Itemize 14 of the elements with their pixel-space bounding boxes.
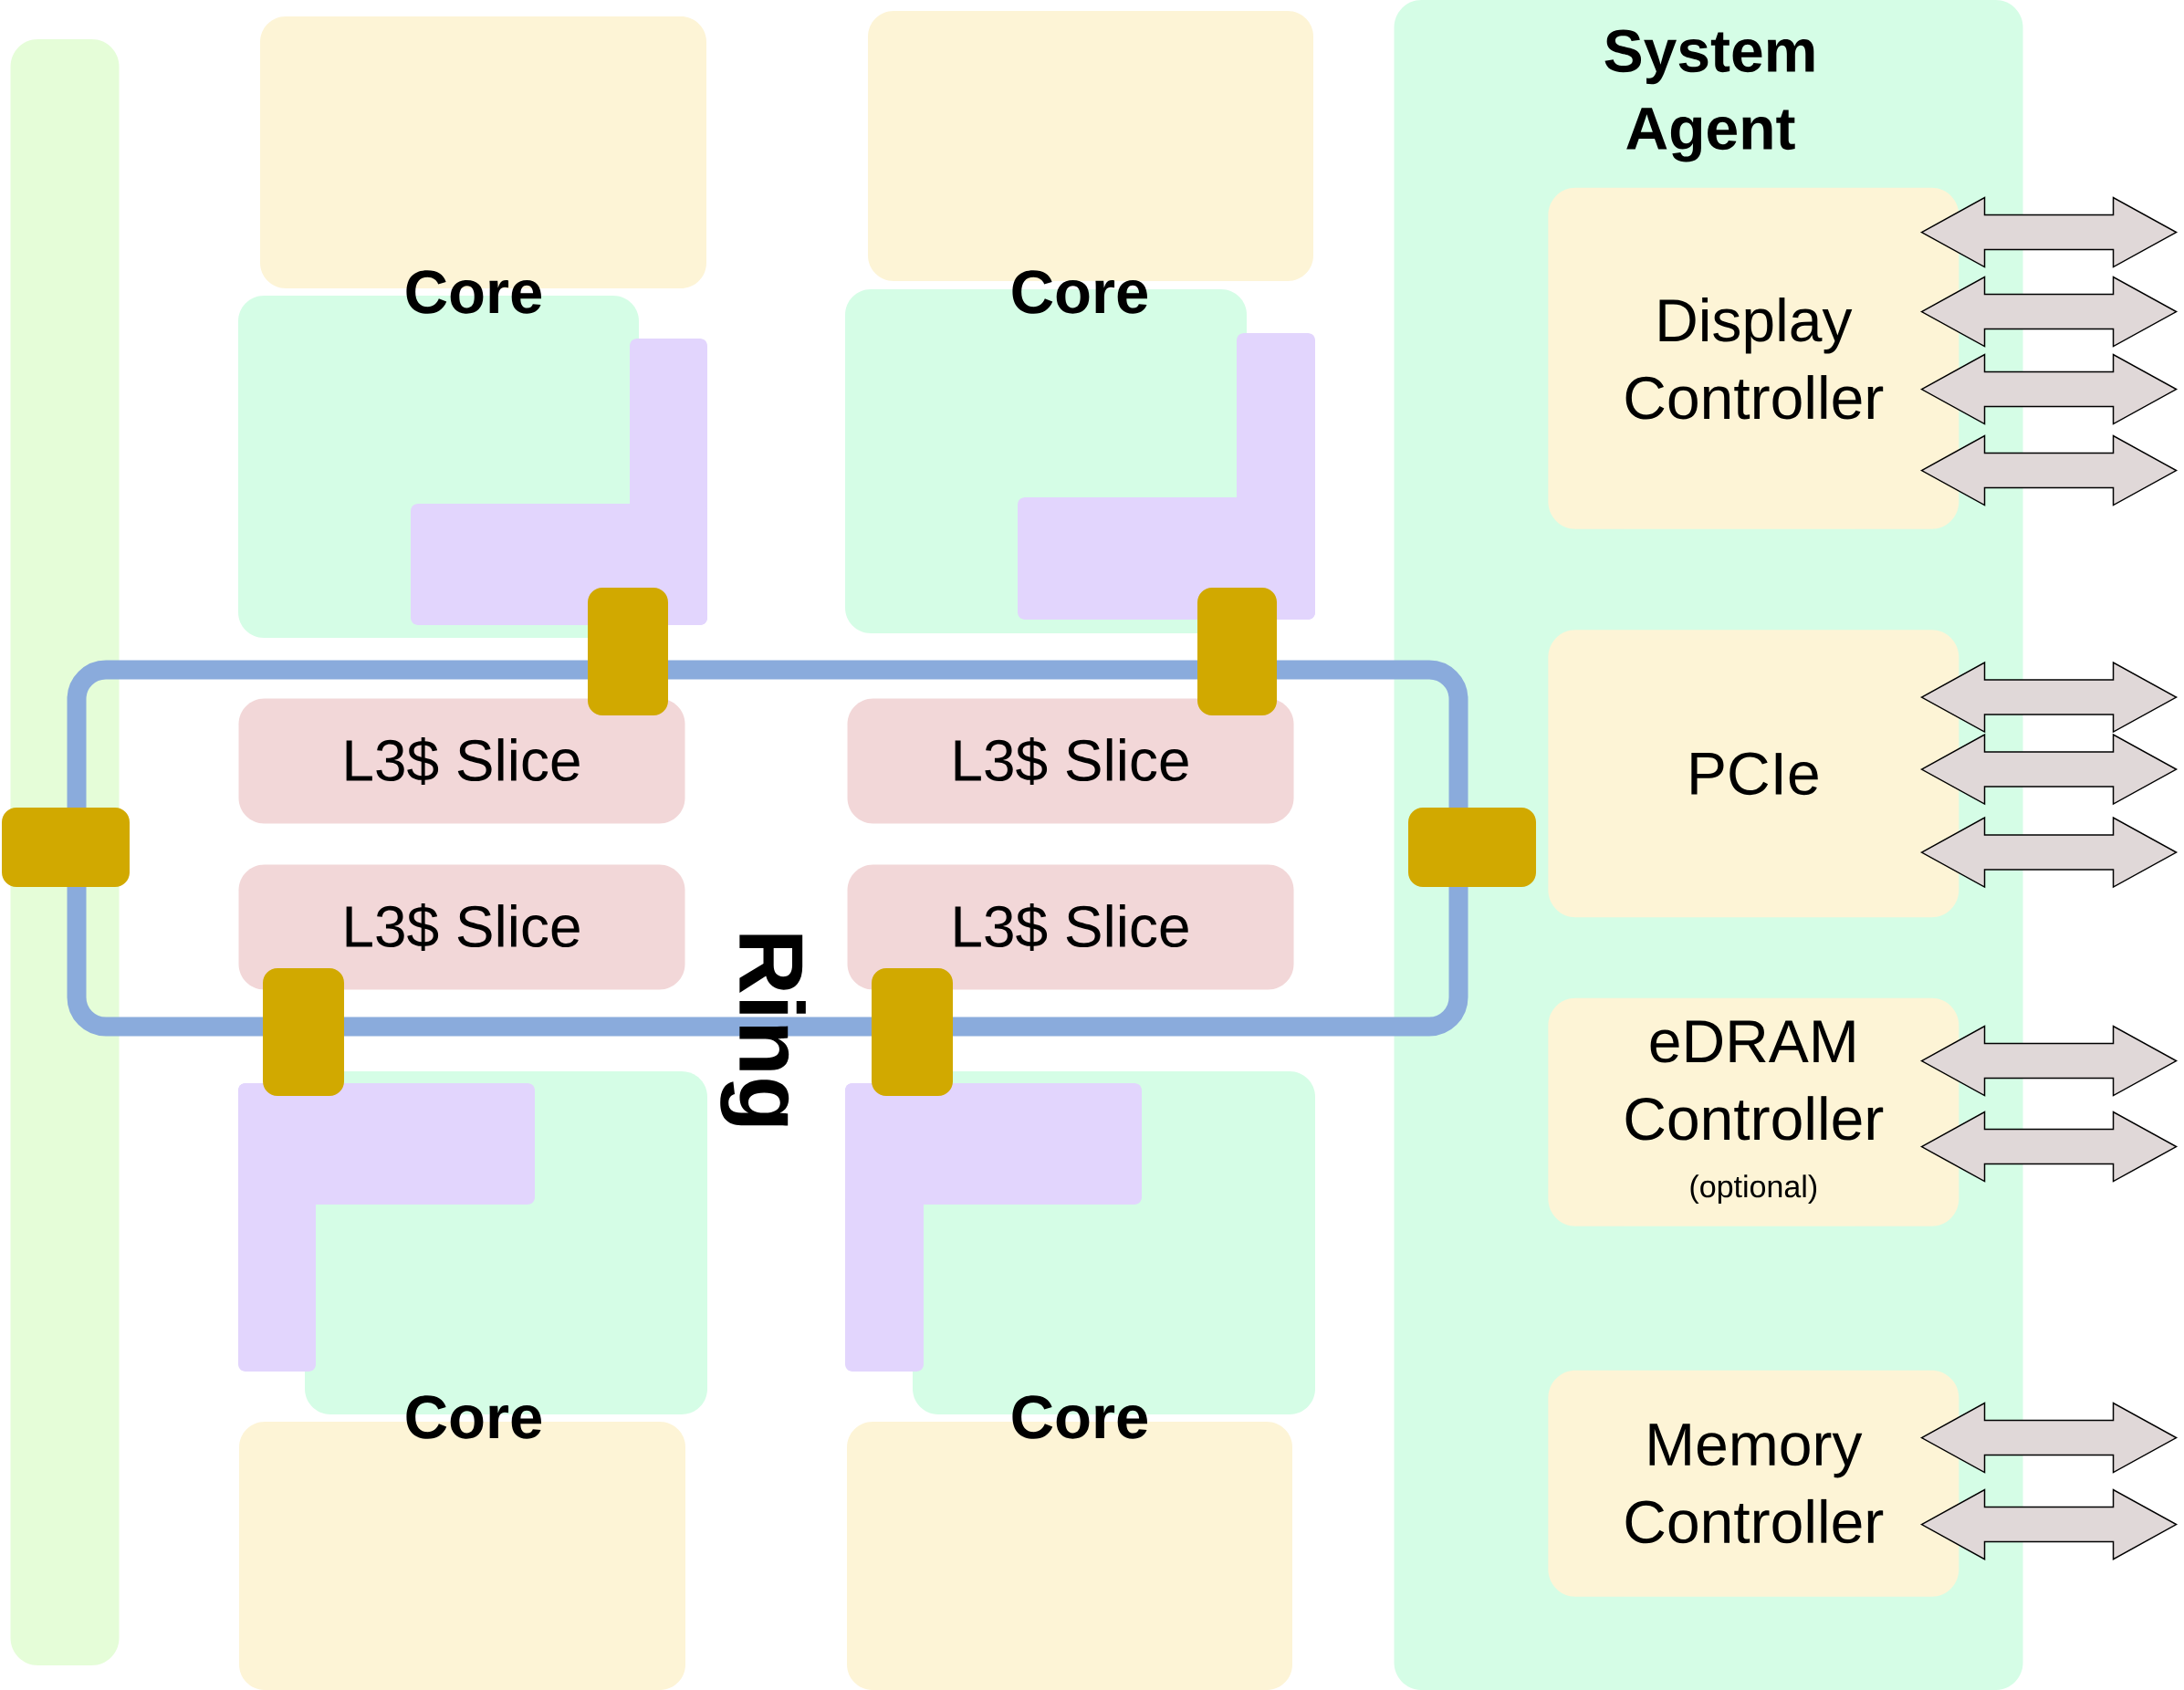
ring-label: Ring — [720, 934, 806, 1126]
core-block: Core — [845, 11, 1315, 633]
core-block: Core — [845, 1071, 1315, 1690]
cache-slice-box: L3$ Slice — [847, 698, 1294, 824]
cache-slice-box: L3$ Slice — [847, 864, 1294, 990]
core-block: Core — [238, 16, 707, 638]
controller-box: Display Controller — [1548, 187, 1959, 529]
controller-box: PCIe — [1548, 630, 1959, 918]
controller-box: Memory Controller — [1548, 1370, 1959, 1597]
core-block: Core — [238, 1071, 707, 1690]
controller-box: eDRAM Controller (optional) — [1548, 997, 1959, 1226]
cache-slice-box: L3$ Slice — [238, 698, 685, 824]
cache-slice-box: L3$ Slice — [238, 864, 685, 990]
side-bar — [10, 39, 120, 1665]
